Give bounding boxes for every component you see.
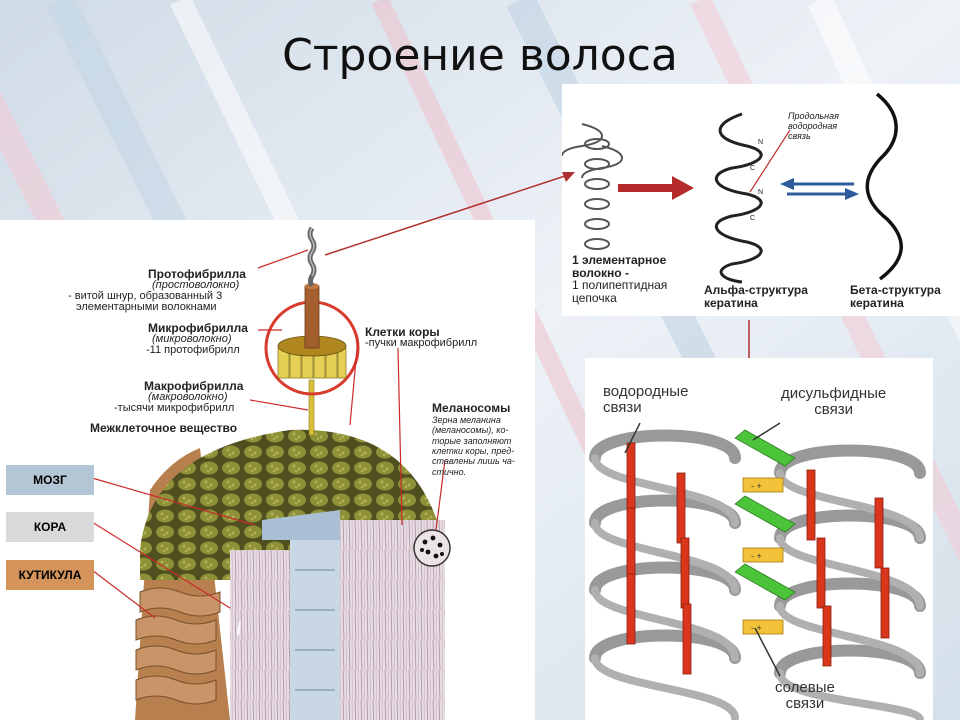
microfibril-label: Микрофибрилла bbox=[148, 321, 248, 335]
elementary-fiber-coil bbox=[562, 123, 624, 250]
melanosome-detail bbox=[413, 529, 451, 567]
intercellular-label: Межклеточное вещество bbox=[90, 421, 238, 435]
hydrogen-bonds-label: водородные связи bbox=[603, 383, 689, 416]
disulfide-bonds bbox=[734, 429, 796, 601]
alpha-helix bbox=[714, 112, 763, 284]
macrofibril-stalk bbox=[308, 379, 315, 436]
protofibril-alt: (простоволокно) bbox=[152, 279, 240, 291]
beta-label: Бета-структура кератина bbox=[850, 283, 941, 310]
keratin-structure-panel: N C N C 1 элементарное волокно - 1 полипепт… bbox=[562, 84, 960, 316]
macrofibril-alt: (макроволокно) bbox=[148, 391, 228, 403]
salt-bonds bbox=[742, 477, 784, 635]
keratin-bonds-illustration: - + - + - + bbox=[589, 422, 926, 720]
svg-text:- +: - + bbox=[751, 551, 762, 561]
svg-text:N: N bbox=[758, 139, 763, 146]
hair-cross-section-illustration bbox=[91, 226, 451, 720]
salt-bonds-label: солевые связи bbox=[775, 679, 835, 712]
beta-strand bbox=[865, 92, 903, 281]
hbond-label: Продольная водородная связь bbox=[788, 111, 839, 141]
svg-text:N: N bbox=[758, 189, 763, 196]
melanosomes-desc: Зерна меланина (меланосомы), ко- торые з… bbox=[432, 415, 515, 477]
legend-cuticle: КУТИКУЛА bbox=[6, 560, 94, 590]
microfibril-desc: -11 протофибрилл bbox=[146, 344, 240, 356]
keratin-helix-illustration: N C N C bbox=[562, 92, 903, 284]
svg-text:- +: - + bbox=[751, 623, 762, 633]
page-title: Строение волоса bbox=[282, 30, 678, 81]
cortex-cells-label: Клетки коры bbox=[365, 325, 440, 339]
microfibril bbox=[304, 285, 320, 349]
svg-text:C: C bbox=[750, 165, 755, 172]
legend-cortex: КОРА bbox=[6, 512, 94, 542]
legend-medulla: МОЗГ bbox=[6, 465, 94, 495]
alpha-label: Альфа-структура кератина bbox=[704, 283, 808, 310]
cortex-fibers-left bbox=[230, 550, 290, 720]
melanosomes-label: Меланосомы bbox=[432, 401, 511, 415]
protofibril-label: Протофибрилла bbox=[148, 267, 246, 281]
macrofibril-desc: -тысячи микрофибрилл bbox=[114, 402, 235, 414]
protofibril-desc-1: - витой шнур, образованный 3 bbox=[68, 290, 223, 302]
hair-structure-panel: Протофибрилла (простоволокно) - витой шн… bbox=[0, 220, 535, 720]
elementary-fiber-label: 1 элементарное волокно - 1 полипептидная… bbox=[572, 253, 668, 305]
keratin-bonds-panel: - + - + - + водородные связи дисульфидные … bbox=[585, 358, 933, 720]
cortex-cells-desc: -пучки макрофибрилл bbox=[365, 337, 478, 349]
protofibril-desc-2: элементарными волокнами bbox=[76, 301, 217, 313]
hydrogen-bonds bbox=[626, 442, 890, 675]
transform-arrow bbox=[618, 176, 694, 200]
svg-text:C: C bbox=[750, 215, 755, 222]
macrofibril-label: Макрофибрилла bbox=[144, 379, 244, 393]
disulfide-bonds-label: дисульфидные связи bbox=[781, 385, 887, 418]
microfibril-alt: (микроволокно) bbox=[152, 333, 232, 345]
svg-text:- +: - + bbox=[751, 481, 762, 491]
